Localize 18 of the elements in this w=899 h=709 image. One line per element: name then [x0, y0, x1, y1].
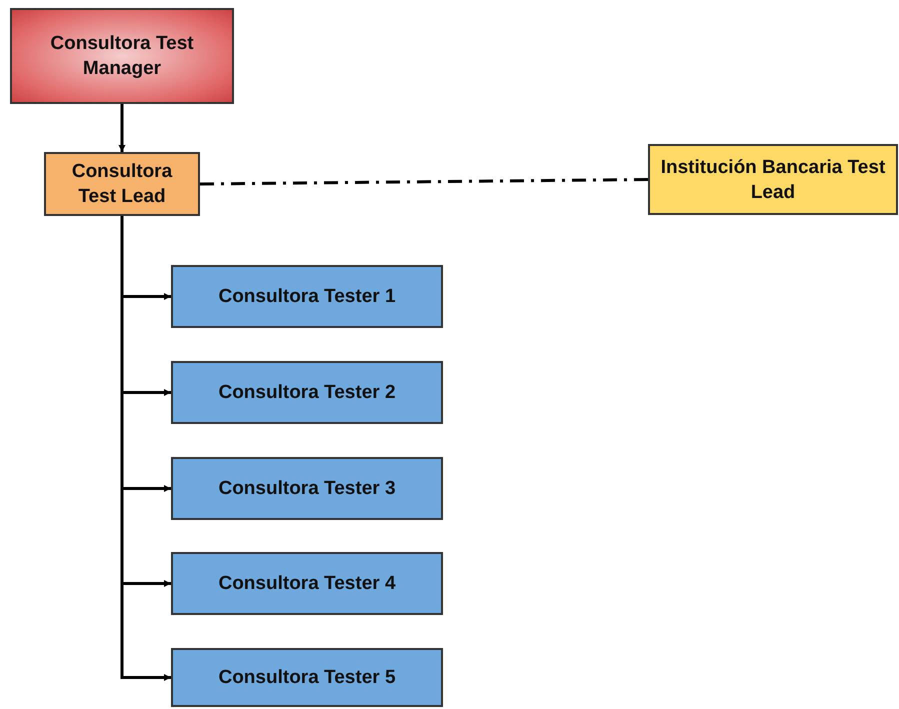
role-box	[10, 8, 234, 104]
role-box	[171, 361, 443, 424]
role-title: Consultora Tester 2	[217, 381, 397, 405]
role-box	[171, 265, 443, 328]
role-title: Consultora Tester 3	[217, 477, 397, 501]
role-box	[171, 457, 443, 520]
role-box	[648, 144, 898, 215]
role-title: Institución Bancaria Test Lead	[660, 156, 886, 204]
role-title: Consultora Test Lead	[70, 160, 174, 209]
connector	[118, 104, 126, 152]
role-title: Consultora Tester 4	[217, 572, 397, 596]
role-title: Consultora Test Manager	[49, 32, 195, 81]
role-box	[171, 552, 443, 615]
connector	[200, 178, 648, 186]
role-title: Consultora Tester 1	[217, 285, 397, 309]
role-box	[171, 648, 443, 707]
role-title: Consultora Tester 5	[217, 666, 397, 690]
role-box	[44, 152, 200, 216]
